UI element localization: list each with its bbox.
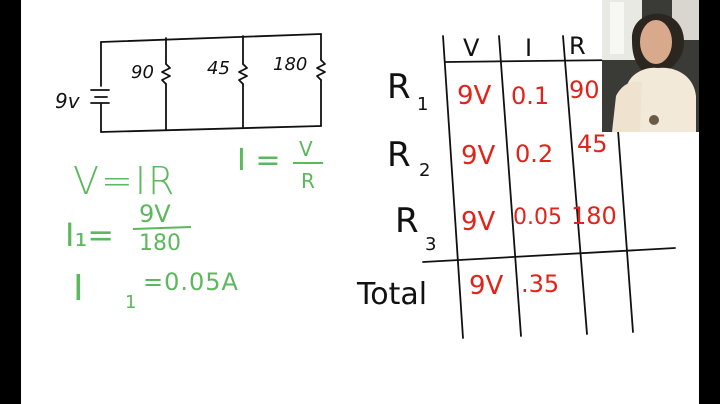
circuit-labels: 9v 90 45 180 <box>55 54 307 113</box>
i1-result-symbol: I <box>73 268 84 309</box>
resistor-3-label: 180 <box>273 54 307 75</box>
cell-r2-v: 9V <box>461 141 496 171</box>
column-header-v: V <box>463 34 480 62</box>
results-table-labels: V I R R 1 R 2 R 3 Total <box>356 32 586 312</box>
i1-formula-bar <box>132 226 192 230</box>
current-formula-denominator: R <box>301 169 315 193</box>
row-label-r3: R <box>395 201 419 241</box>
resistor-1-label: 90 <box>131 62 154 83</box>
i1-result-value: =0.05A <box>143 268 239 296</box>
resistor-3-symbol <box>316 59 326 81</box>
cell-r3-r: 180 <box>571 202 617 230</box>
whiteboard-drawing: 9v 90 45 180 V=IR I = V R I₁= 9V 180 I 1… <box>55 32 676 339</box>
column-header-r: R <box>569 32 586 60</box>
table-line-header <box>444 59 622 63</box>
i1-formula-lhs: I₁= <box>65 216 114 254</box>
resistor-1-symbol <box>161 63 171 85</box>
circuit-wire-bottom <box>100 125 322 133</box>
formula-notes: V=IR I = V R I₁= 9V 180 I 1 =0.05A <box>65 137 323 313</box>
current-formula-lhs: I = <box>237 143 281 178</box>
circuit-diagram <box>90 33 326 133</box>
whiteboard-canvas: 9v 90 45 180 V=IR I = V R I₁= 9V 180 I 1… <box>21 0 699 404</box>
i1-result-subscript: 1 <box>125 292 136 313</box>
table-line-total <box>422 247 676 263</box>
i1-formula-numerator: 9V <box>139 200 171 228</box>
source-label: 9v <box>55 89 81 113</box>
table-line-col-1 <box>442 35 464 339</box>
row-label-r2-sub: 2 <box>419 160 430 181</box>
webcam-feed-image <box>602 0 699 132</box>
row-label-total: Total <box>356 277 427 312</box>
cell-r3-v: 9V <box>461 207 496 237</box>
column-header-i: I <box>525 34 532 62</box>
i1-formula-denominator: 180 <box>139 231 181 256</box>
resistor-2-label: 45 <box>207 58 230 79</box>
table-line-col-3 <box>562 35 588 335</box>
cell-r1-i: 0.1 <box>511 82 549 110</box>
row-label-r2: R <box>387 135 411 175</box>
row-label-r1-sub: 1 <box>417 94 428 115</box>
row-label-r1: R <box>387 67 411 107</box>
row-label-r3-sub: 3 <box>425 234 436 255</box>
ohms-law: V=IR <box>73 159 176 203</box>
cell-total-i: .35 <box>521 270 559 298</box>
table-line-col-2 <box>498 35 522 337</box>
results-table-values: 9V 0.1 90 9V 0.2 45 9V 0.05 180 9V .35 <box>457 76 617 301</box>
cell-total-v: 9V <box>469 271 504 301</box>
circuit-wire-top <box>100 33 322 43</box>
cell-r2-r: 45 <box>577 130 608 158</box>
current-formula-numerator: V <box>299 137 313 161</box>
cell-r1-v: 9V <box>457 81 492 111</box>
resistor-2-symbol <box>238 63 248 85</box>
cell-r3-i: 0.05 <box>513 205 562 230</box>
cell-r1-r: 90 <box>569 76 600 104</box>
webcam-overlay <box>602 0 699 132</box>
cell-r2-i: 0.2 <box>515 140 553 168</box>
